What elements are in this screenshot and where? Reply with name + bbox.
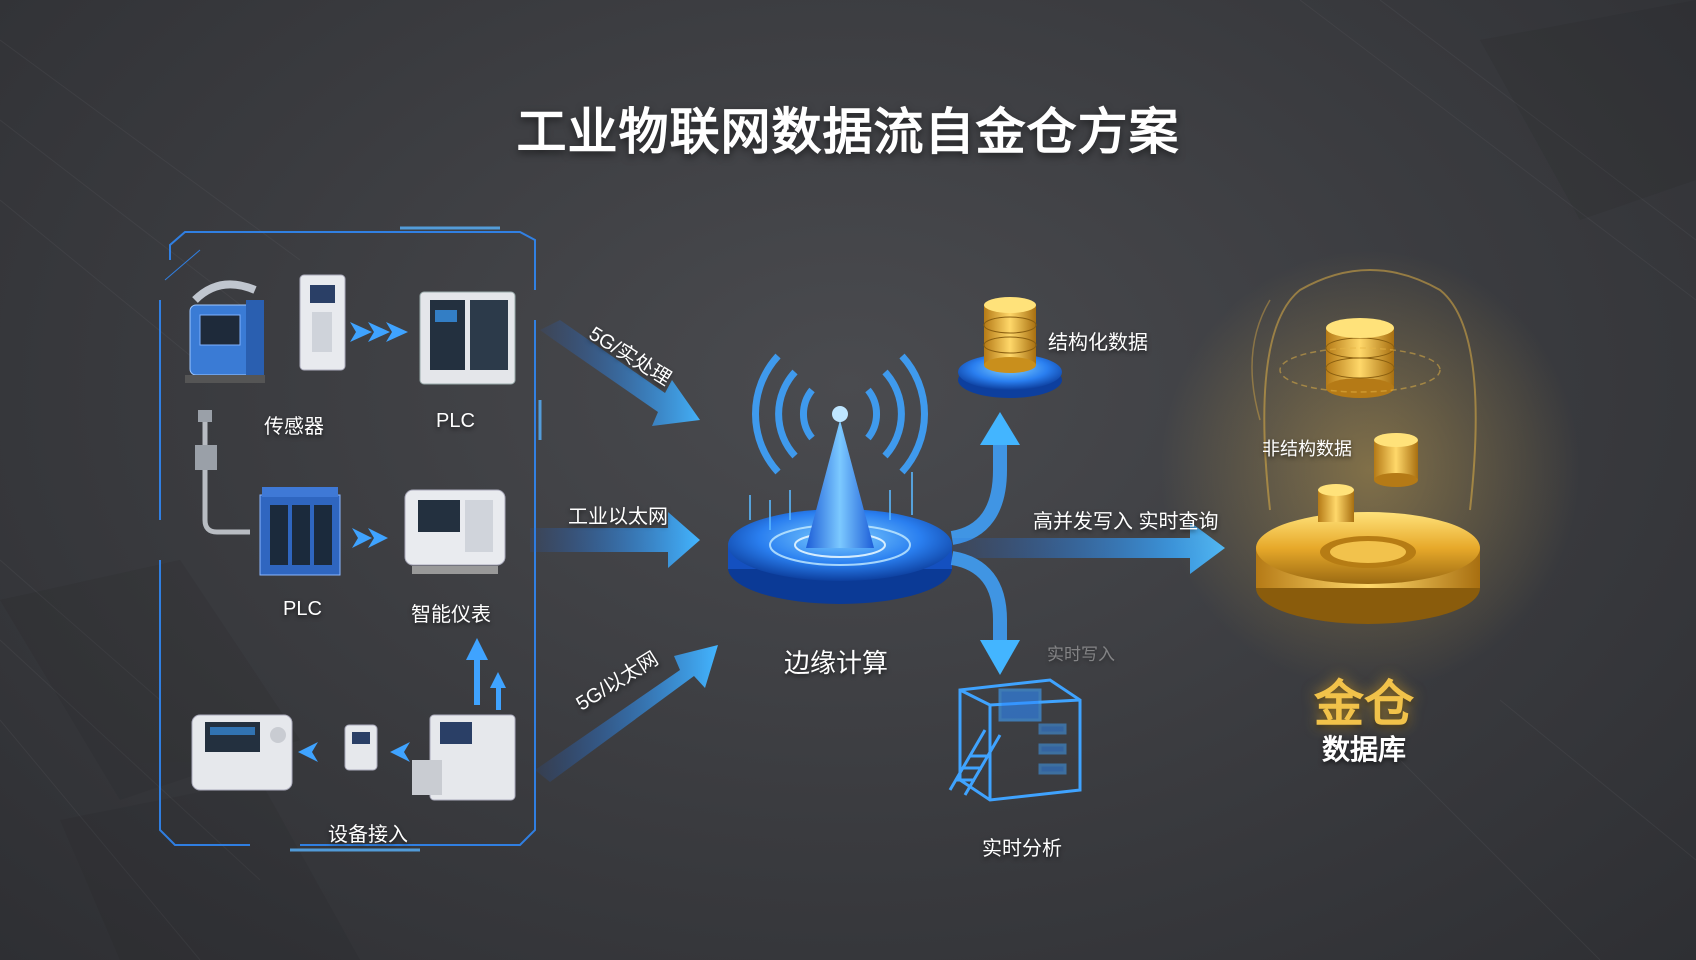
device-group-frame xyxy=(159,231,536,846)
analysis-server-icon xyxy=(948,678,1082,802)
sensor-cabinet-device xyxy=(299,274,346,371)
chevron-arrows-top xyxy=(350,322,408,342)
high-concurrency-label: 高并发写入 实时查询 xyxy=(1033,511,1219,533)
branch-arrow-up xyxy=(950,412,1020,545)
pipe-sensor-device xyxy=(195,410,250,535)
plc-top-label: PLC xyxy=(436,410,475,432)
bottom-small-sensor-device xyxy=(344,724,378,771)
sensor-machine-device xyxy=(185,280,265,383)
plc-mid-label: PLC xyxy=(283,598,322,620)
unstructured-data-label: 非结构数据 xyxy=(1262,439,1352,459)
branch-arrow-right xyxy=(952,522,1225,574)
page-title: 工业物联网数据流自金仓方案 xyxy=(516,104,1180,160)
database-sublabel: 数据库 xyxy=(1322,734,1407,765)
edge-computing-label: 边缘计算 xyxy=(784,648,889,678)
upload-arrows-icon xyxy=(466,638,506,710)
structured-data-label: 结构化数据 xyxy=(1048,332,1148,354)
smart-meter-label: 智能仪表 xyxy=(411,604,491,626)
realtime-write-label: 实时写入 xyxy=(1047,645,1115,664)
link-arrow-mid xyxy=(530,512,700,568)
link-arrow-top xyxy=(540,320,700,426)
realtime-analysis-label: 实时分析 xyxy=(982,838,1062,860)
chevron-arrows-mid xyxy=(352,528,388,548)
device-access-label: 设备接入 xyxy=(328,824,408,846)
kingbase-brand: 金仓 xyxy=(1314,676,1414,732)
branch-arrow-down xyxy=(950,551,1020,675)
plc-cabinet-top-device xyxy=(419,291,516,385)
edge-computing-node xyxy=(728,353,952,604)
bottom-cabinet-device xyxy=(412,714,516,801)
kingbase-database-icon xyxy=(1160,250,1580,690)
plc-panel-mid-device xyxy=(259,487,341,576)
sensor-label: 传感器 xyxy=(264,416,324,438)
smart-meter-device xyxy=(404,489,506,574)
structured-data-icon xyxy=(958,297,1062,398)
link-arrow-bottom xyxy=(535,645,718,782)
bottom-console-device xyxy=(191,714,293,791)
link-mid-label: 工业以太网 xyxy=(568,506,668,528)
chevron-arrows-bottom xyxy=(298,742,410,762)
